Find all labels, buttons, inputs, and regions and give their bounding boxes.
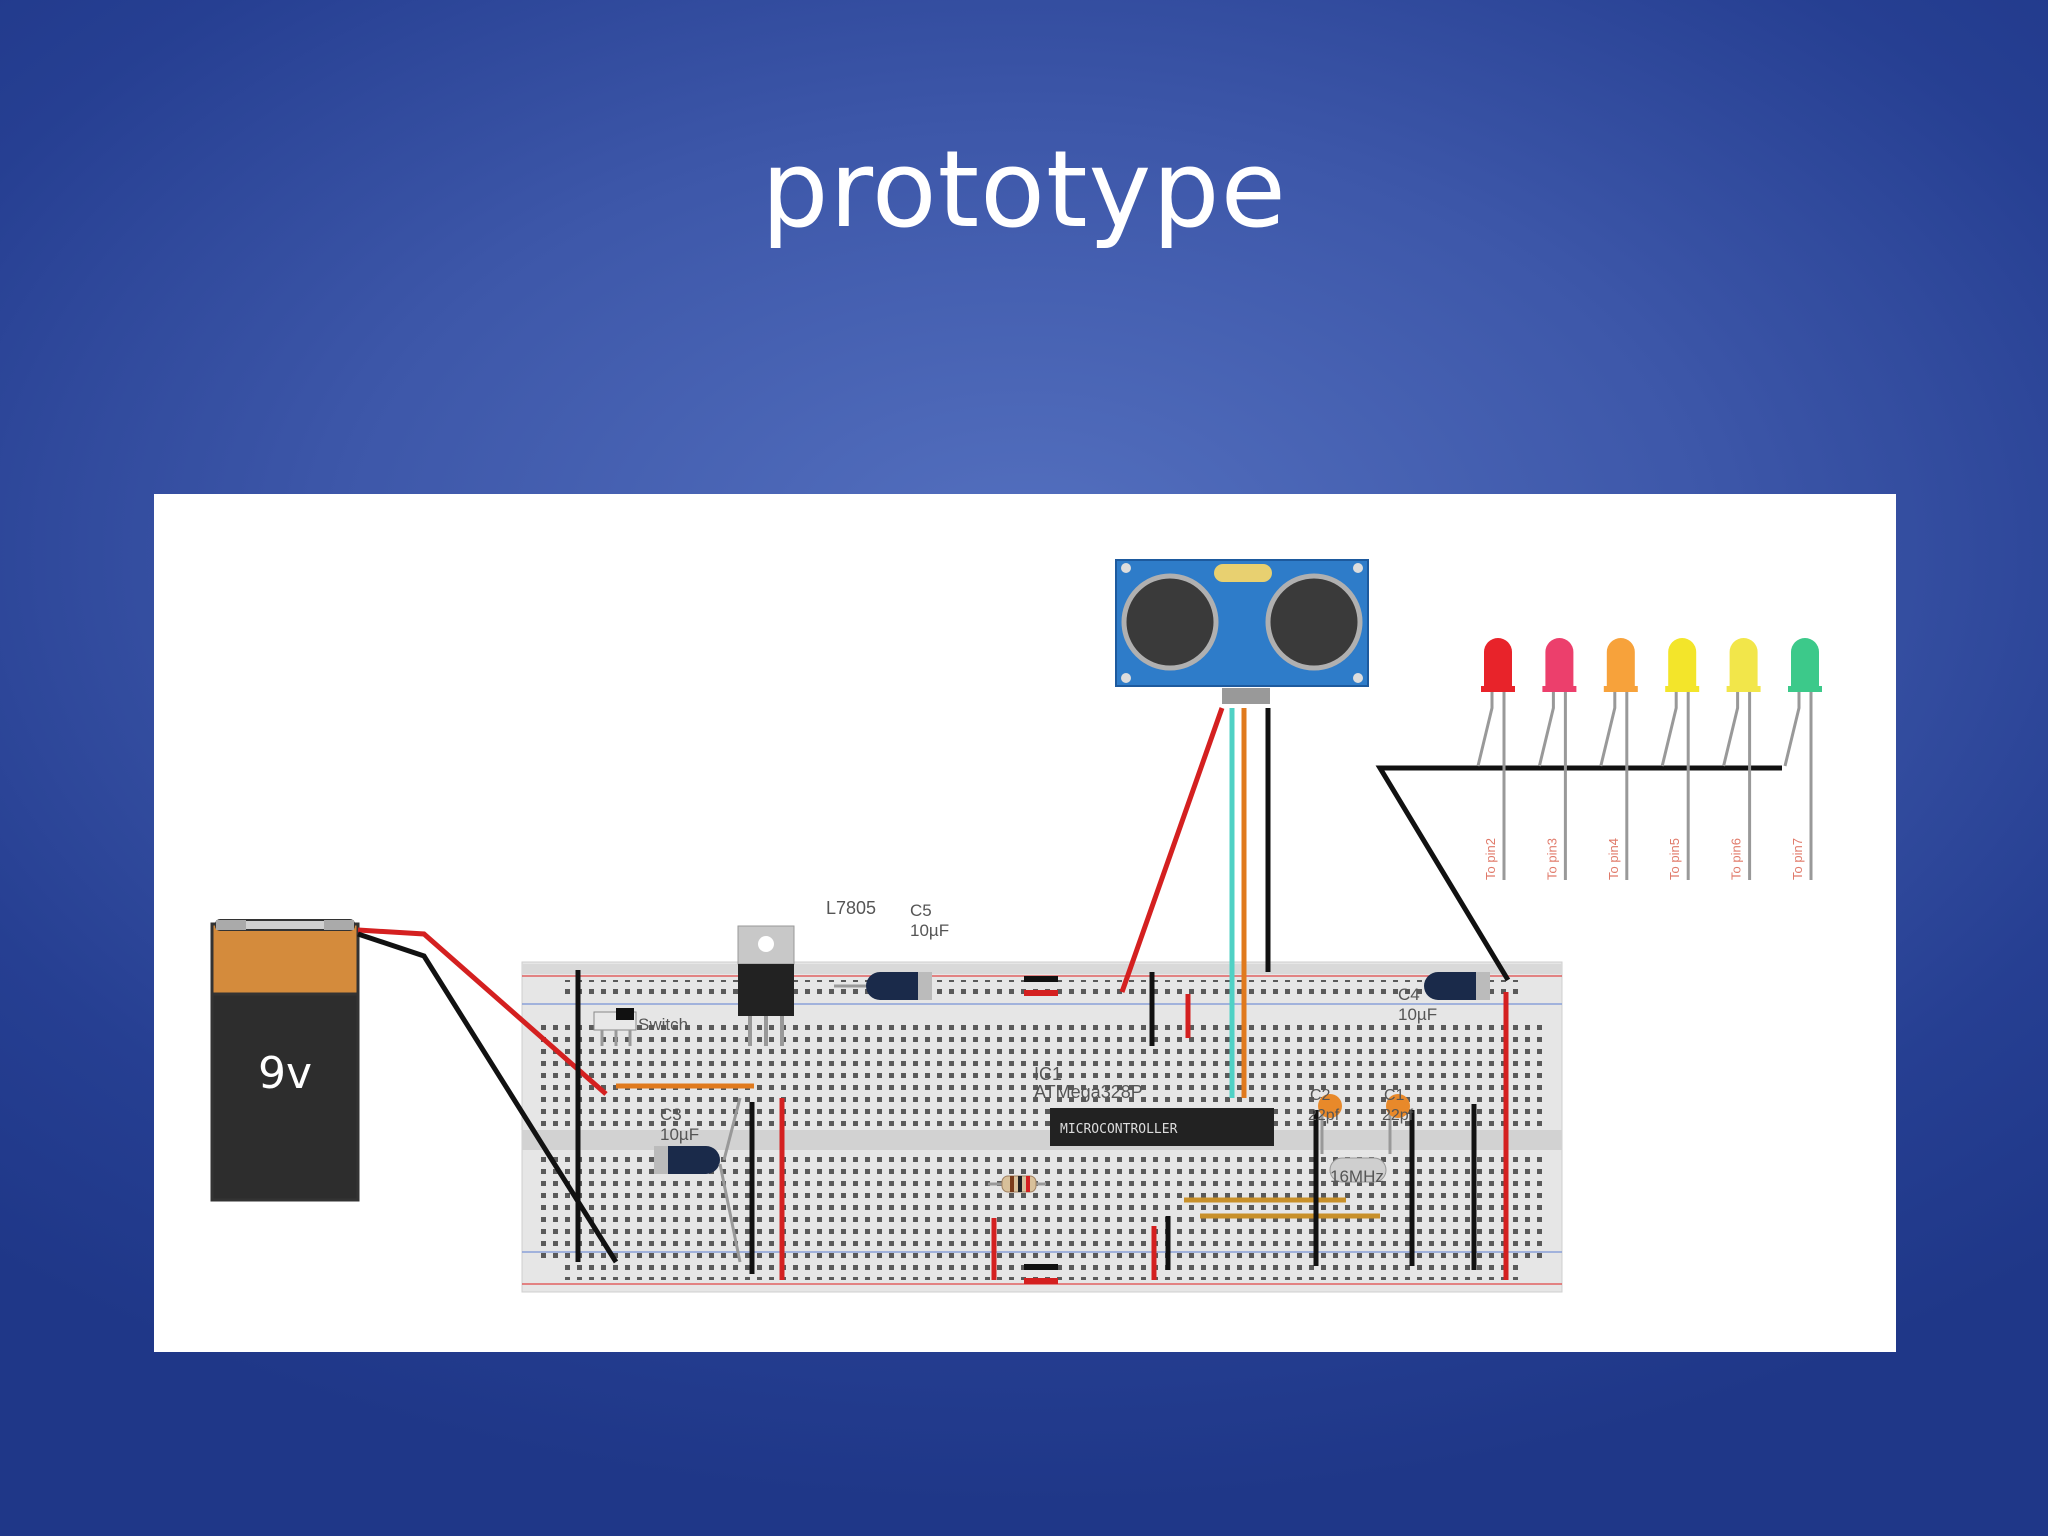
c3-name: C3 — [660, 1105, 682, 1124]
ic-part: ATMega328P — [1034, 1082, 1143, 1102]
led-array: To pin2 To pin3 To pin4 To pin5 To pin6 To pi… — [1476, 638, 1822, 880]
c5-name: C5 — [910, 901, 932, 920]
rail-bridge-bottom-black — [1024, 1264, 1058, 1270]
c2-value: 22pf — [1308, 1107, 1340, 1124]
c2-name: C2 — [1310, 1087, 1331, 1104]
led-pin-label: To pin7 — [1790, 838, 1805, 880]
c1-value: 22pf — [1382, 1107, 1414, 1124]
led-pin-label: To pin2 — [1483, 838, 1498, 880]
led-4: To pin5 — [1660, 638, 1700, 880]
c4-value: 10µF — [1398, 1005, 1437, 1024]
capacitor-c1: C1 22pf — [1382, 1087, 1414, 1154]
sensor-vcc-wire — [1119, 707, 1225, 993]
capacitor-c2: C2 22pf — [1308, 1087, 1342, 1154]
ultrasonic-sensor — [1115, 559, 1369, 704]
led-pin-label: To pin5 — [1667, 838, 1682, 880]
resistor — [988, 1175, 1046, 1193]
capacitor-c5: C5 10µF — [834, 901, 949, 1000]
ic-chip-text: MICROCONTROLLER — [1060, 1122, 1178, 1137]
led-pin-label: To pin4 — [1606, 838, 1621, 880]
led-2: To pin3 — [1537, 638, 1577, 880]
crystal-oscillator: 16MHz — [1329, 1157, 1387, 1186]
led-5: To pin6 — [1722, 638, 1761, 880]
led-pin-label: To pin6 — [1729, 838, 1744, 880]
battery-red-wire — [357, 927, 608, 1096]
switch-label: Switch — [638, 1015, 688, 1034]
rail-bridge-top-red — [1024, 990, 1058, 996]
c1-name: C1 — [1384, 1087, 1405, 1104]
c4-name: C4 — [1398, 985, 1420, 1004]
regulator-label: L7805 — [826, 898, 876, 918]
voltage-regulator: L7805 — [737, 898, 876, 1046]
crystal-label: 16MHz — [1330, 1167, 1384, 1186]
rail-bridge-bottom-red — [1024, 1278, 1058, 1284]
led-ground-wire — [1375, 765, 1782, 982]
battery-label: 9v — [258, 1048, 312, 1099]
slide-switch: Switch — [593, 1008, 688, 1046]
battery-black-wire — [357, 931, 619, 1264]
led-3: To pin4 — [1599, 638, 1638, 880]
capacitor-c4: C4 10µF — [1398, 972, 1490, 1024]
led-1: To pin2 — [1476, 638, 1515, 880]
c5-value: 10µF — [910, 921, 949, 940]
c3-value: 10µF — [660, 1125, 699, 1144]
slide-title: prototype — [761, 128, 1287, 251]
circuit-diagram: 9v L780 — [154, 494, 1896, 1352]
led-6: To pin7 — [1783, 638, 1822, 880]
battery-9v: 9v — [210, 919, 360, 1202]
capacitor-c3: C3 10µF — [654, 1097, 742, 1263]
rail-bridge-top-black — [1024, 976, 1058, 982]
microcontroller-ic: MICROCONTROLLER IC1 ATMega328P — [1034, 1064, 1274, 1146]
ic-ref: IC1 — [1034, 1064, 1062, 1084]
led-pin-label: To pin3 — [1544, 838, 1559, 880]
